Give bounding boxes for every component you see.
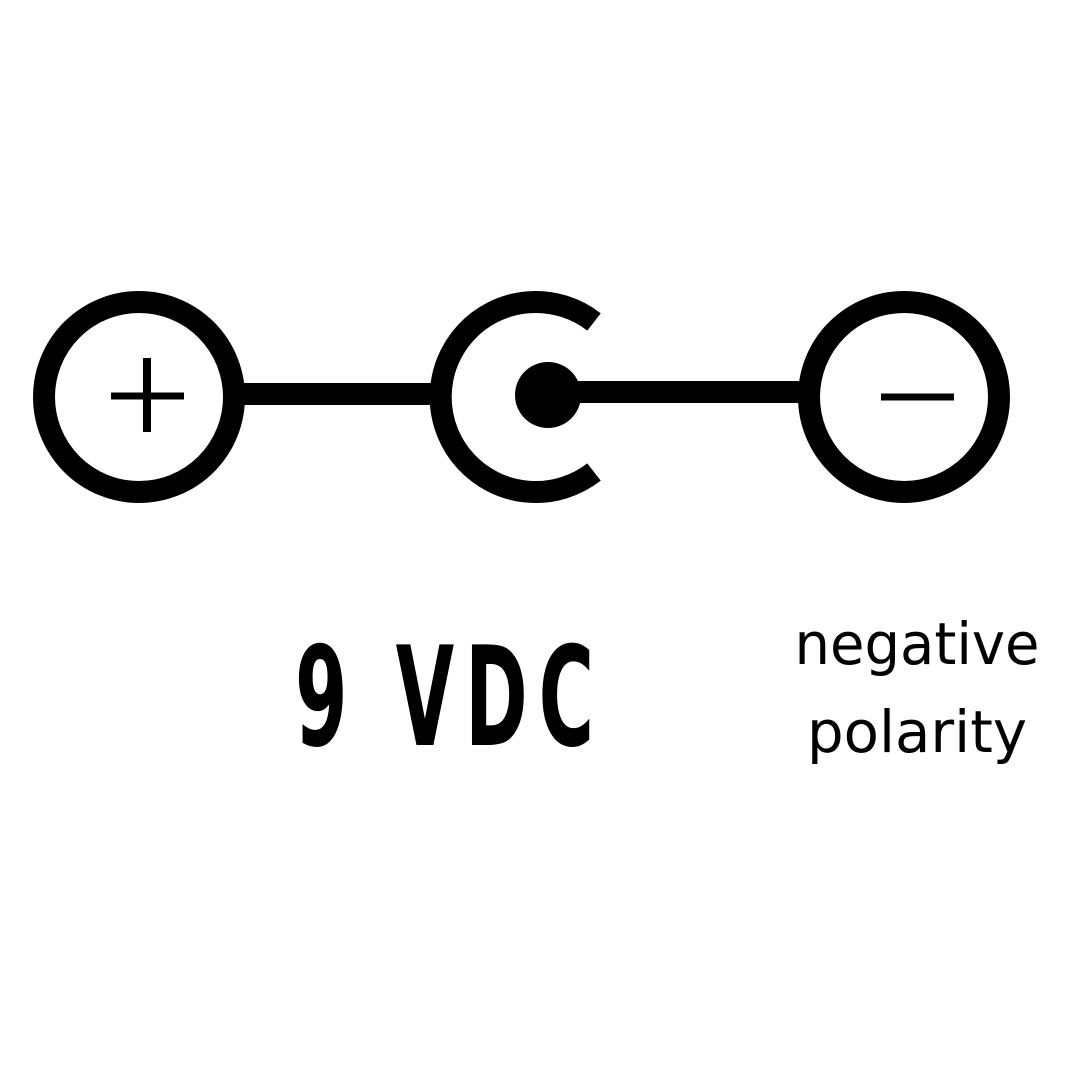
positive-terminal-ring <box>33 291 245 503</box>
center-pin <box>515 362 581 428</box>
positive-terminal-icon <box>33 291 245 503</box>
polarity-label-line-1: negative <box>795 610 1040 678</box>
polarity-label-line-2: polarity <box>807 698 1027 766</box>
negative-terminal-icon <box>798 291 1010 503</box>
connector-sleeve <box>429 291 601 503</box>
negative-terminal-ring <box>798 291 1010 503</box>
voltage-label: 9 VDC <box>295 617 605 778</box>
center-pin-connector-icon <box>429 291 601 503</box>
